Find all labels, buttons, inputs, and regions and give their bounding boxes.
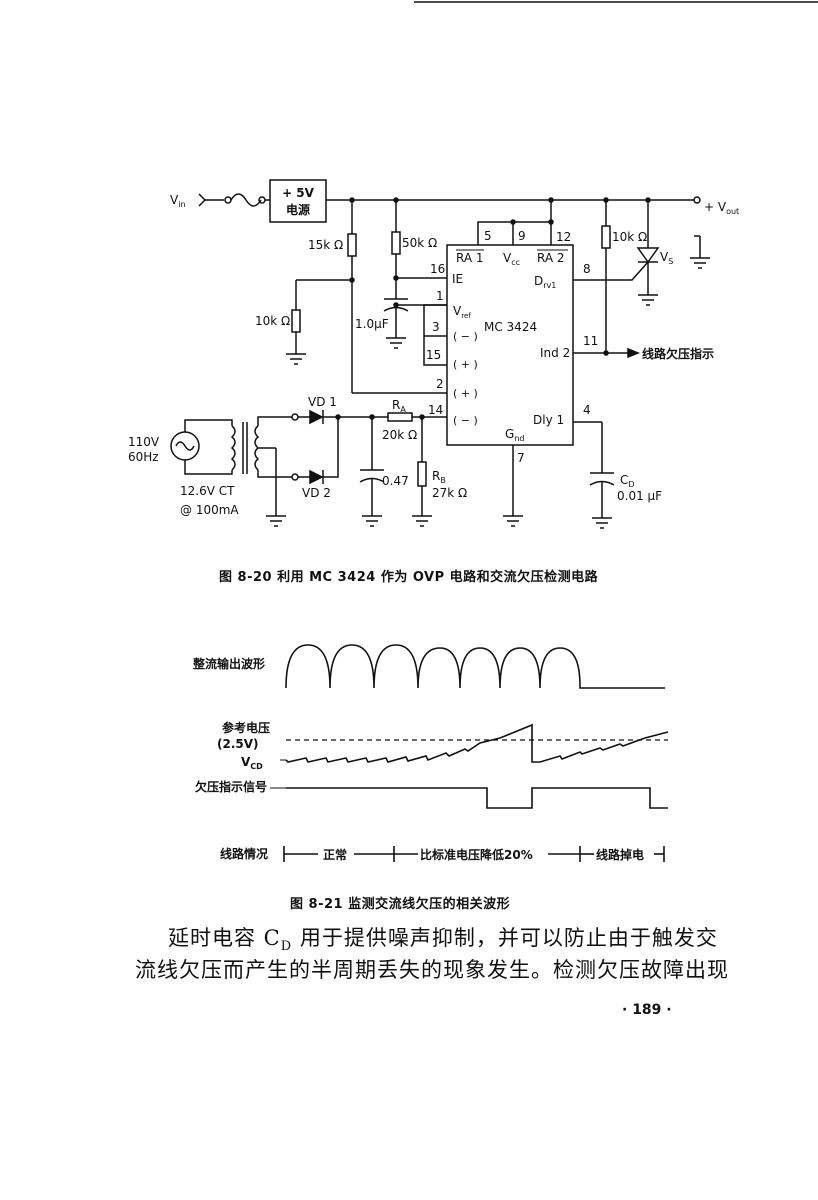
fuse-symbol: [230, 193, 262, 207]
svg-text:2: 2: [436, 377, 444, 391]
svg-text:10k Ω: 10k Ω: [612, 230, 647, 244]
svg-text:4: 4: [583, 403, 591, 417]
svg-text:RA 2: RA 2: [537, 251, 565, 265]
svg-text:Dly 1: Dly 1: [533, 413, 564, 427]
svg-text:7: 7: [517, 451, 525, 465]
body-text-line: 流线欠压而产生的半周期丢失的现象发生。检测欠压故障出现: [135, 958, 729, 982]
svg-text:12.6V CT: 12.6V CT: [180, 484, 235, 498]
ground-symbol: [412, 515, 432, 527]
svg-text:1.0μF: 1.0μF: [355, 317, 389, 331]
scr-symbol: [636, 247, 660, 264]
svg-text:( − ): ( − ): [453, 414, 478, 427]
svg-text:1: 1: [436, 289, 444, 303]
header-rule: [414, 1, 818, 3]
svg-text:Vcc: Vcc: [503, 251, 520, 267]
ground-symbol: [503, 515, 523, 527]
svg-text:Vref: Vref: [453, 304, 471, 320]
svg-text:RA 1: RA 1: [456, 251, 484, 265]
svg-text:10k Ω: 10k Ω: [255, 314, 290, 328]
svg-text:VS: VS: [660, 250, 673, 266]
transformer-secondary: [254, 425, 260, 471]
ground-symbol: [266, 515, 286, 527]
svg-text:( + ): ( + ): [453, 358, 478, 371]
svg-text:线路掉电: 线路掉电: [596, 847, 644, 862]
svg-text:20k Ω: 20k Ω: [382, 428, 417, 442]
diode-vd2: [309, 469, 324, 485]
figure-caption: 图 8-21 监测交流线欠压的相关波形: [290, 897, 511, 912]
svg-text:CD: CD: [620, 473, 635, 489]
vout-label: + Vout: [704, 200, 739, 216]
svg-text:9: 9: [518, 229, 526, 243]
ground-symbol: [592, 517, 612, 529]
resistor-10k-left: [291, 309, 301, 333]
page-number: · 189 ·: [622, 1002, 672, 1018]
vout-terminal: [693, 196, 701, 204]
svg-text:110V: 110V: [128, 435, 160, 449]
svg-text:+ 5V: + 5V: [282, 186, 315, 200]
svg-text:RA: RA: [392, 398, 406, 414]
svg-text:参考电压: 参考电压: [222, 720, 270, 735]
svg-text:整流输出波形: 整流输出波形: [192, 656, 265, 671]
ground-symbol: [386, 337, 406, 349]
vin-terminal: [198, 193, 270, 207]
regulator-box: [269, 179, 327, 223]
svg-text:12: 12: [556, 230, 571, 244]
svg-text:比标准电压降低20%: 比标准电压降低20%: [420, 847, 533, 862]
svg-text:15k Ω: 15k Ω: [308, 238, 343, 252]
svg-text:16: 16: [430, 262, 445, 276]
ground-symbol: [638, 294, 658, 306]
svg-text:VD 1: VD 1: [308, 395, 337, 409]
ground-symbol: [286, 353, 306, 365]
svg-text:电源: 电源: [286, 202, 310, 217]
body-text-line: 延时电容 CD 用于提供噪声抑制，并可以防止由于触发交: [168, 926, 718, 955]
svg-text:14: 14: [428, 403, 443, 417]
svg-text:60Hz: 60Hz: [128, 450, 159, 464]
figure-caption: 图 8-20 利用 MC 3424 作为 OVP 电路和交流欠压检测电路: [219, 570, 599, 585]
svg-text:8: 8: [583, 262, 591, 276]
resistor-15k: [347, 233, 357, 257]
svg-text:Drv1: Drv1: [534, 274, 556, 290]
vin-label: Vin: [170, 193, 186, 209]
svg-text:线路情况: 线路情况: [220, 846, 268, 861]
resistor-10k-right: [601, 225, 611, 249]
svg-text:MC 3424: MC 3424: [484, 320, 537, 334]
svg-text:@ 100mA: @ 100mA: [180, 503, 239, 517]
vcd-sawtooth: [285, 723, 669, 763]
ground-symbol: [362, 515, 382, 527]
transformer-primary: [230, 425, 236, 471]
svg-text:3: 3: [432, 320, 440, 334]
mc3424-chip: [446, 244, 574, 446]
svg-text:Ind 2: Ind 2: [540, 346, 570, 360]
svg-text:VD 2: VD 2: [302, 486, 331, 500]
ground-symbol: [690, 257, 710, 269]
svg-text:50k Ω: 50k Ω: [402, 236, 437, 250]
svg-text:( − ): ( − ): [453, 330, 478, 343]
svg-text:11: 11: [583, 334, 598, 348]
svg-text:( + ): ( + ): [453, 387, 478, 400]
rectified-waveform: [285, 644, 665, 689]
svg-text:0.01 μF: 0.01 μF: [617, 489, 662, 503]
resistor-ra: [387, 412, 413, 422]
svg-text:5: 5: [484, 229, 492, 243]
svg-text:Gnd: Gnd: [505, 427, 524, 443]
undervoltage-signal: [286, 787, 668, 809]
diode-vd1: [309, 409, 324, 425]
svg-text:15: 15: [426, 348, 441, 362]
resistor-rb: [417, 461, 427, 487]
svg-text:欠压指示信号: 欠压指示信号: [195, 779, 267, 794]
svg-text:VCD: VCD: [241, 755, 263, 771]
svg-text:RB: RB: [432, 469, 446, 485]
svg-text:27k Ω: 27k Ω: [432, 486, 467, 500]
svg-text:正常: 正常: [323, 847, 347, 862]
circuit-diagram: Vin + 5V 电源 + Vout 15k Ω 10k Ω: [128, 179, 739, 529]
resistor-50k: [391, 231, 401, 255]
undervoltage-indicator-label: 线路欠压指示: [642, 346, 714, 361]
svg-text:IE: IE: [452, 272, 463, 286]
svg-text:0.47: 0.47: [382, 474, 409, 488]
svg-text:(2.5V): (2.5V): [217, 737, 259, 751]
waveform-diagram: 整流输出波形 参考电压 (2.5V) VCD 欠压指示信号 线路情况 正常 比标…: [192, 644, 669, 862]
